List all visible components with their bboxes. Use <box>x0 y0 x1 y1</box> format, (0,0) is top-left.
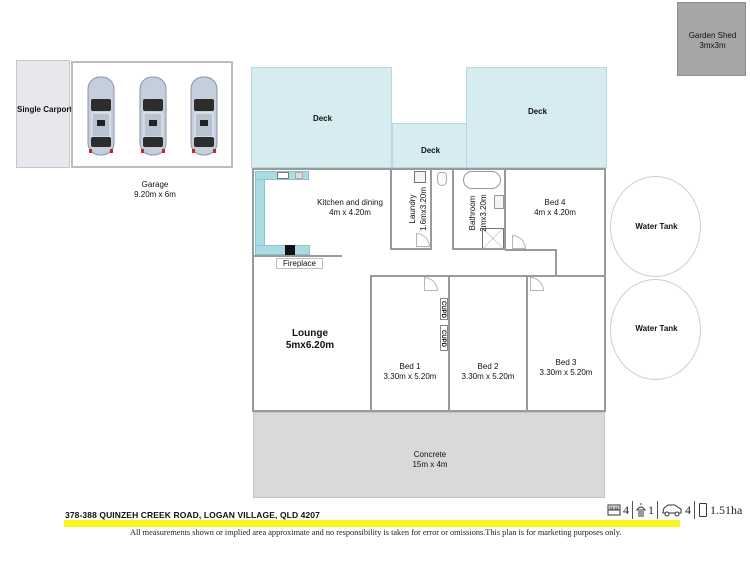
door-swing <box>416 233 430 247</box>
bathtub-icon <box>463 171 501 189</box>
bed1-size: 3.30m x 5.20m <box>383 372 437 381</box>
wall <box>505 249 557 251</box>
deck-left: Deck <box>251 67 392 168</box>
wall <box>453 248 506 250</box>
wall <box>430 168 432 250</box>
basin-icon <box>494 195 504 209</box>
sink-icon <box>277 172 289 179</box>
bed2-size: 3.30m x 5.20m <box>461 372 515 381</box>
deck-right: Deck <box>466 67 607 168</box>
stat-bathrooms: 1 <box>633 502 657 518</box>
garden-shed-size: 3mx3m <box>699 41 726 50</box>
bed4-name: Bed 4 <box>544 198 566 207</box>
wall <box>452 168 454 250</box>
land-area-value: 1.51ha <box>710 502 743 517</box>
wall <box>604 168 606 412</box>
bed3-name: Bed 3 <box>555 358 577 367</box>
land-icon <box>699 503 707 517</box>
garage-size: 9.20m x 6m <box>134 190 176 199</box>
deck-label: Deck <box>312 114 333 123</box>
water-tank: Water Tank <box>610 176 701 277</box>
garage-name: Garage <box>141 180 169 189</box>
property-stats: 4 1 4 1.51ha <box>604 500 745 520</box>
divider <box>657 501 658 519</box>
laundry-size: 1.6mx3.20m <box>419 186 428 232</box>
cooktop-icon <box>285 245 295 255</box>
car-icon <box>87 76 115 156</box>
car-icon <box>190 76 218 156</box>
car-spaces-count: 4 <box>685 502 691 517</box>
garden-shed: Garden Shed 3mx3m <box>677 2 746 76</box>
wall <box>252 410 606 412</box>
bed2-name: Bed 2 <box>477 362 499 371</box>
stat-bedrooms: 4 <box>604 503 632 518</box>
stat-car-spaces: 4 <box>658 503 694 518</box>
deck-label: Deck <box>420 146 441 155</box>
bed-icon <box>607 504 621 516</box>
cupboard <box>440 325 448 351</box>
door-swing <box>530 277 544 291</box>
concrete-name: Concrete <box>413 450 447 459</box>
toilet-icon <box>437 172 447 186</box>
lounge-name: Lounge <box>291 328 329 339</box>
highlight-bar <box>64 520 680 527</box>
door-swing <box>512 235 526 249</box>
cupboard <box>440 298 448 320</box>
bed1-name: Bed 1 <box>399 362 421 371</box>
water-tank-label: Water Tank <box>635 222 678 231</box>
bathrooms-count: 1 <box>648 502 654 517</box>
lounge-size: 5mx6.20m <box>285 340 335 351</box>
wall <box>252 168 606 170</box>
wall <box>555 249 557 277</box>
shower-icon <box>636 503 646 517</box>
water-tank-label: Water Tank <box>635 324 678 333</box>
property-address: 378-388 QUINZEH CREEK ROAD, LOGAN VILLAG… <box>65 510 320 520</box>
wall <box>526 275 528 412</box>
single-carport: Single Carport <box>16 60 73 168</box>
cupd-label: CUPD <box>440 330 446 348</box>
cupd-label: CUPD <box>440 301 446 319</box>
laundry-tub-icon <box>414 171 426 183</box>
door-swing <box>424 277 438 291</box>
wall <box>448 275 450 412</box>
bathroom-name: Bathroom <box>468 195 477 231</box>
garage <box>71 61 233 168</box>
divider <box>632 501 633 519</box>
kitchen-bench <box>255 245 310 255</box>
wall <box>370 275 606 277</box>
bathroom-size: 2mx3.20m <box>479 194 488 232</box>
concrete-size: 15m x 4m <box>412 460 448 469</box>
bedrooms-count: 4 <box>623 502 629 517</box>
wall <box>390 168 392 250</box>
concrete-slab: Concrete 15m x 4m <box>253 412 605 498</box>
fridge-icon <box>295 172 303 179</box>
kitchen-name: Kitchen and dining <box>317 198 383 207</box>
deck-middle: Deck <box>392 123 467 168</box>
deck-label: Deck <box>527 107 548 116</box>
wall <box>252 255 342 257</box>
bed3-size: 3.30m x 5.20m <box>539 368 593 377</box>
garden-shed-name: Garden Shed <box>688 31 737 40</box>
fireplace: Fireplace <box>276 258 323 269</box>
kitchen-bench <box>255 171 265 255</box>
car-icon <box>662 504 682 517</box>
laundry-name: Laundry <box>408 194 417 224</box>
carport-label: Single Carport <box>17 105 73 114</box>
stat-land-area: 1.51ha <box>695 502 745 518</box>
bed4-size: 4m x 4.20m <box>534 208 576 217</box>
wall <box>390 248 430 250</box>
wall <box>504 168 506 250</box>
wall <box>252 168 254 412</box>
car-icon <box>139 76 167 156</box>
kitchen-size: 4m x 4.20m <box>329 208 371 217</box>
disclaimer: All measurements shown or implied area a… <box>130 528 622 537</box>
water-tank: Water Tank <box>610 279 701 380</box>
wall <box>370 275 372 412</box>
divider <box>694 501 695 519</box>
